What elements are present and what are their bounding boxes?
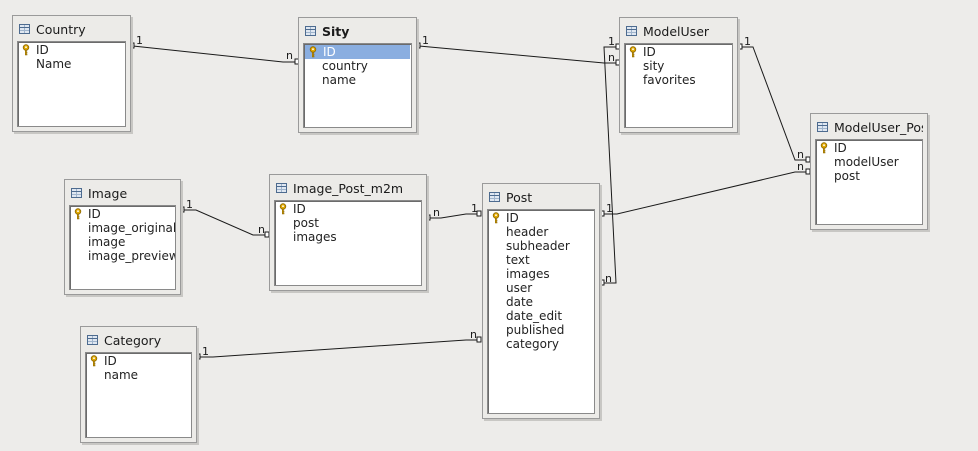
field-list: ID Name [17, 41, 126, 127]
table-icon [817, 122, 828, 132]
table-icon [87, 335, 98, 345]
field-row[interactable]: modelUser [834, 155, 899, 169]
table-icon [71, 188, 82, 198]
table-icon [305, 26, 316, 36]
cardinality-label: n [433, 206, 440, 219]
field-row[interactable]: subheader [506, 239, 570, 253]
table-title: Image_Post_m2m [293, 180, 404, 196]
table-title: ModelUser [643, 23, 710, 39]
field-list: ID header subheader text images user dat… [487, 209, 595, 414]
field-list: ID sity favorites [624, 43, 733, 128]
field-row[interactable]: header [506, 225, 549, 239]
cardinality-label: n [286, 49, 293, 62]
field-row[interactable]: image_original [88, 221, 176, 235]
field-row[interactable]: ID [625, 45, 732, 59]
field-list: ID country name [303, 43, 412, 128]
primary-key-icon [820, 142, 828, 154]
primary-key-icon [492, 212, 500, 224]
relation-category-post [199, 339, 479, 358]
field-row[interactable]: text [506, 253, 530, 267]
table-modeluser-post[interactable]: ModelUser_Post ID modelUser post [810, 113, 928, 230]
field-row[interactable]: ID [816, 141, 922, 155]
cardinality-label: n [258, 223, 265, 236]
cardinality-label: 1 [608, 35, 615, 48]
cardinality-label: n [797, 148, 804, 161]
field-row[interactable]: ID [18, 43, 125, 57]
field-row[interactable]: ID [86, 354, 191, 368]
field-row[interactable]: image_preview [88, 249, 176, 263]
table-title: Country [36, 21, 86, 37]
relation-country-sity [132, 45, 297, 63]
cardinality-label: n [797, 160, 804, 173]
primary-key-icon [279, 203, 287, 215]
table-category[interactable]: Category ID name [80, 326, 197, 443]
field-list: ID modelUser post [815, 139, 923, 225]
field-row[interactable]: post [834, 169, 860, 183]
cardinality-label: 1 [136, 34, 143, 47]
cardinality-label: n [608, 51, 615, 64]
cardinality-label: 1 [186, 198, 193, 211]
field-row[interactable]: published [506, 323, 565, 337]
table-icon [626, 26, 637, 36]
table-country[interactable]: Country ID Name [12, 15, 131, 132]
field-row[interactable]: user [506, 281, 533, 295]
primary-key-icon [309, 46, 317, 58]
table-icon [19, 24, 30, 34]
field-row[interactable]: images [506, 267, 550, 281]
table-title: Image [88, 185, 128, 201]
field-row[interactable]: ID [488, 211, 594, 225]
table-title: Post [506, 189, 533, 205]
table-image[interactable]: Image ID image_original image image_prev… [64, 179, 181, 295]
primary-key-icon [74, 208, 82, 220]
table-icon [276, 183, 287, 193]
field-row[interactable]: image [88, 235, 126, 249]
field-row[interactable]: favorites [643, 73, 696, 87]
cardinality-label: 1 [422, 34, 429, 47]
field-row[interactable]: date [506, 295, 534, 309]
table-icon [489, 192, 500, 202]
relation-post-modeluserpost [603, 171, 809, 215]
field-row[interactable]: ID [70, 207, 175, 221]
field-row[interactable]: Name [36, 57, 72, 71]
table-title: Sity [322, 23, 350, 39]
cardinality-label: n [605, 272, 612, 285]
field-list: ID image_original image image_preview [69, 205, 176, 290]
cardinality-label: 1 [744, 35, 751, 48]
cardinality-label: n [470, 328, 477, 341]
table-post[interactable]: Post ID header subheader text images use… [482, 183, 600, 419]
relation-post-imagepost [429, 213, 479, 219]
field-row-selected[interactable]: ID [305, 45, 410, 59]
field-row[interactable]: country [322, 59, 368, 73]
field-row[interactable]: post [293, 216, 319, 230]
field-row[interactable]: name [104, 368, 139, 382]
primary-key-icon [629, 46, 637, 58]
table-modeluser[interactable]: ModelUser ID sity favorites [619, 17, 738, 133]
relation-modeluser-modeluserpost [741, 46, 809, 161]
relation-image-imagepost [183, 209, 267, 236]
primary-key-icon [22, 44, 30, 56]
primary-key-icon [90, 355, 98, 367]
field-row[interactable]: category [506, 337, 560, 351]
field-row[interactable]: ID [275, 202, 421, 216]
table-title: ModelUser_Post [834, 119, 923, 135]
table-sity[interactable]: Sity ID country name [298, 17, 417, 133]
field-row[interactable]: images [293, 230, 337, 244]
field-row[interactable]: name [322, 73, 357, 87]
relation-modeluser-post [603, 46, 618, 284]
cardinality-label: 1 [606, 202, 613, 215]
field-row[interactable]: sity [643, 59, 665, 73]
table-title: Category [104, 332, 162, 348]
relation-sity-modeluser [418, 45, 618, 64]
field-row[interactable]: date_edit [506, 309, 563, 323]
cardinality-label: 1 [471, 202, 478, 215]
field-list: ID post images [274, 200, 422, 286]
cardinality-label: 1 [202, 345, 209, 358]
table-image-post-m2m[interactable]: Image_Post_m2m ID post images [269, 174, 427, 291]
field-list: ID name [85, 352, 192, 438]
